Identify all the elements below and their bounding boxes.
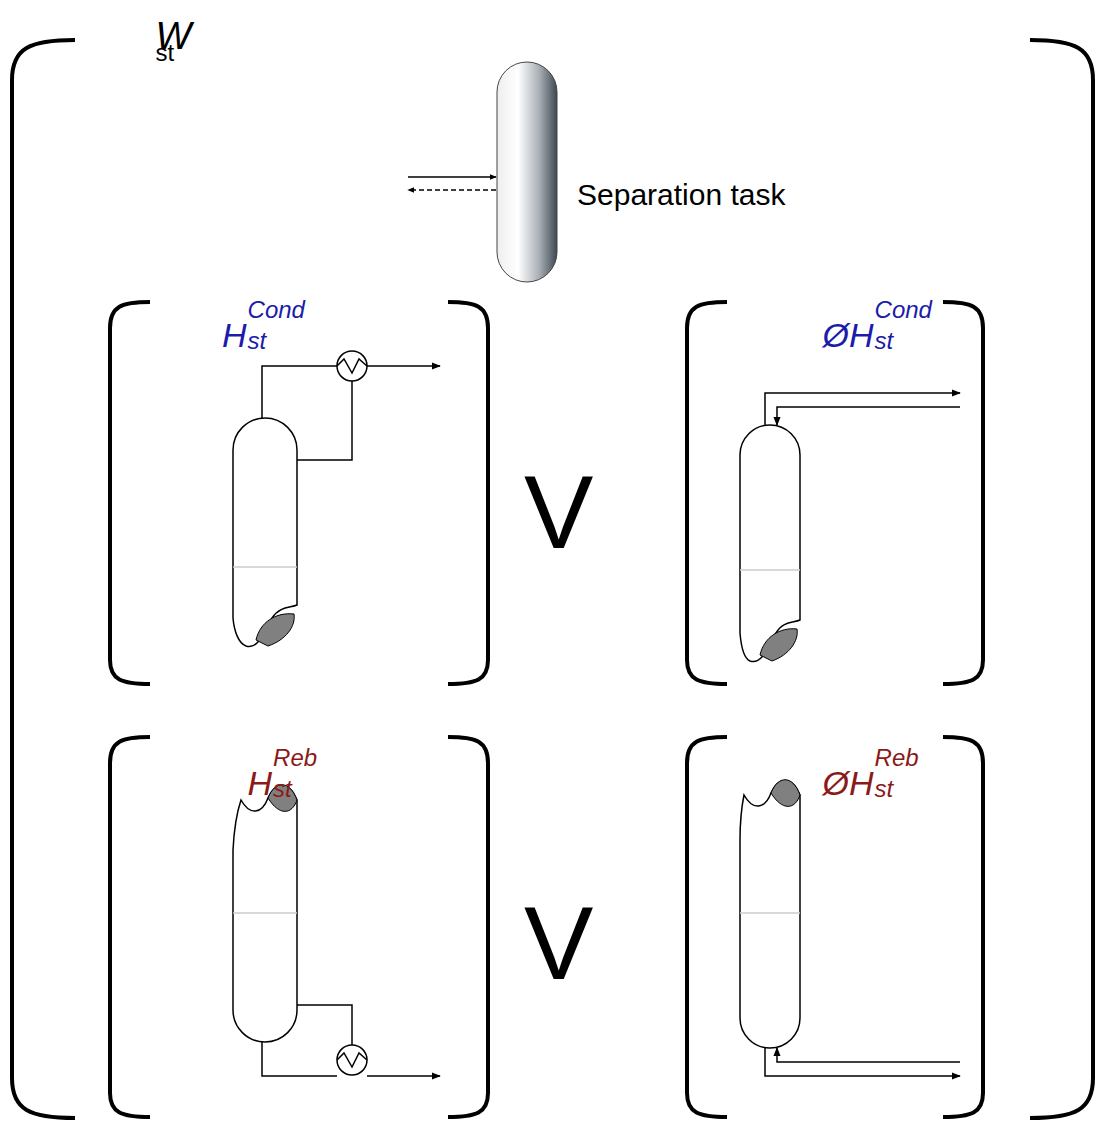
disjunction-symbol: V bbox=[524, 891, 593, 995]
superscript: Reb bbox=[875, 746, 919, 770]
subscript: st bbox=[248, 329, 267, 353]
subscript: st bbox=[875, 777, 894, 801]
superscript: Cond bbox=[875, 298, 932, 322]
disjunction-symbol: V bbox=[524, 460, 593, 564]
column-without-reboiler bbox=[740, 780, 960, 1076]
column-without-condenser bbox=[740, 393, 960, 662]
task-label: Separation task bbox=[577, 180, 785, 210]
heading-symbol: ØH bbox=[823, 766, 874, 800]
subscript: st bbox=[875, 329, 894, 353]
heading-symbol: H bbox=[248, 766, 273, 800]
panel-brackets bbox=[110, 302, 983, 1117]
heading-symbol: ØH bbox=[823, 318, 874, 352]
superscript: Cond bbox=[248, 298, 305, 322]
disjunct-panel: HCond st bbox=[100, 290, 500, 695]
column-with-reboiler bbox=[233, 785, 440, 1076]
disjunct-panel: ØHCond st bbox=[675, 290, 995, 695]
heading-symbol: H bbox=[222, 318, 247, 352]
column-with-condenser bbox=[233, 351, 440, 647]
subscript: st bbox=[273, 777, 292, 801]
disjunct-panel: HReb st bbox=[100, 725, 500, 1125]
separation-column bbox=[408, 62, 557, 282]
superscript: Reb bbox=[273, 746, 317, 770]
disjunct-panel: ØHReb st bbox=[675, 725, 995, 1125]
subscript: st bbox=[156, 41, 175, 65]
outer-bracket bbox=[12, 40, 1093, 1118]
